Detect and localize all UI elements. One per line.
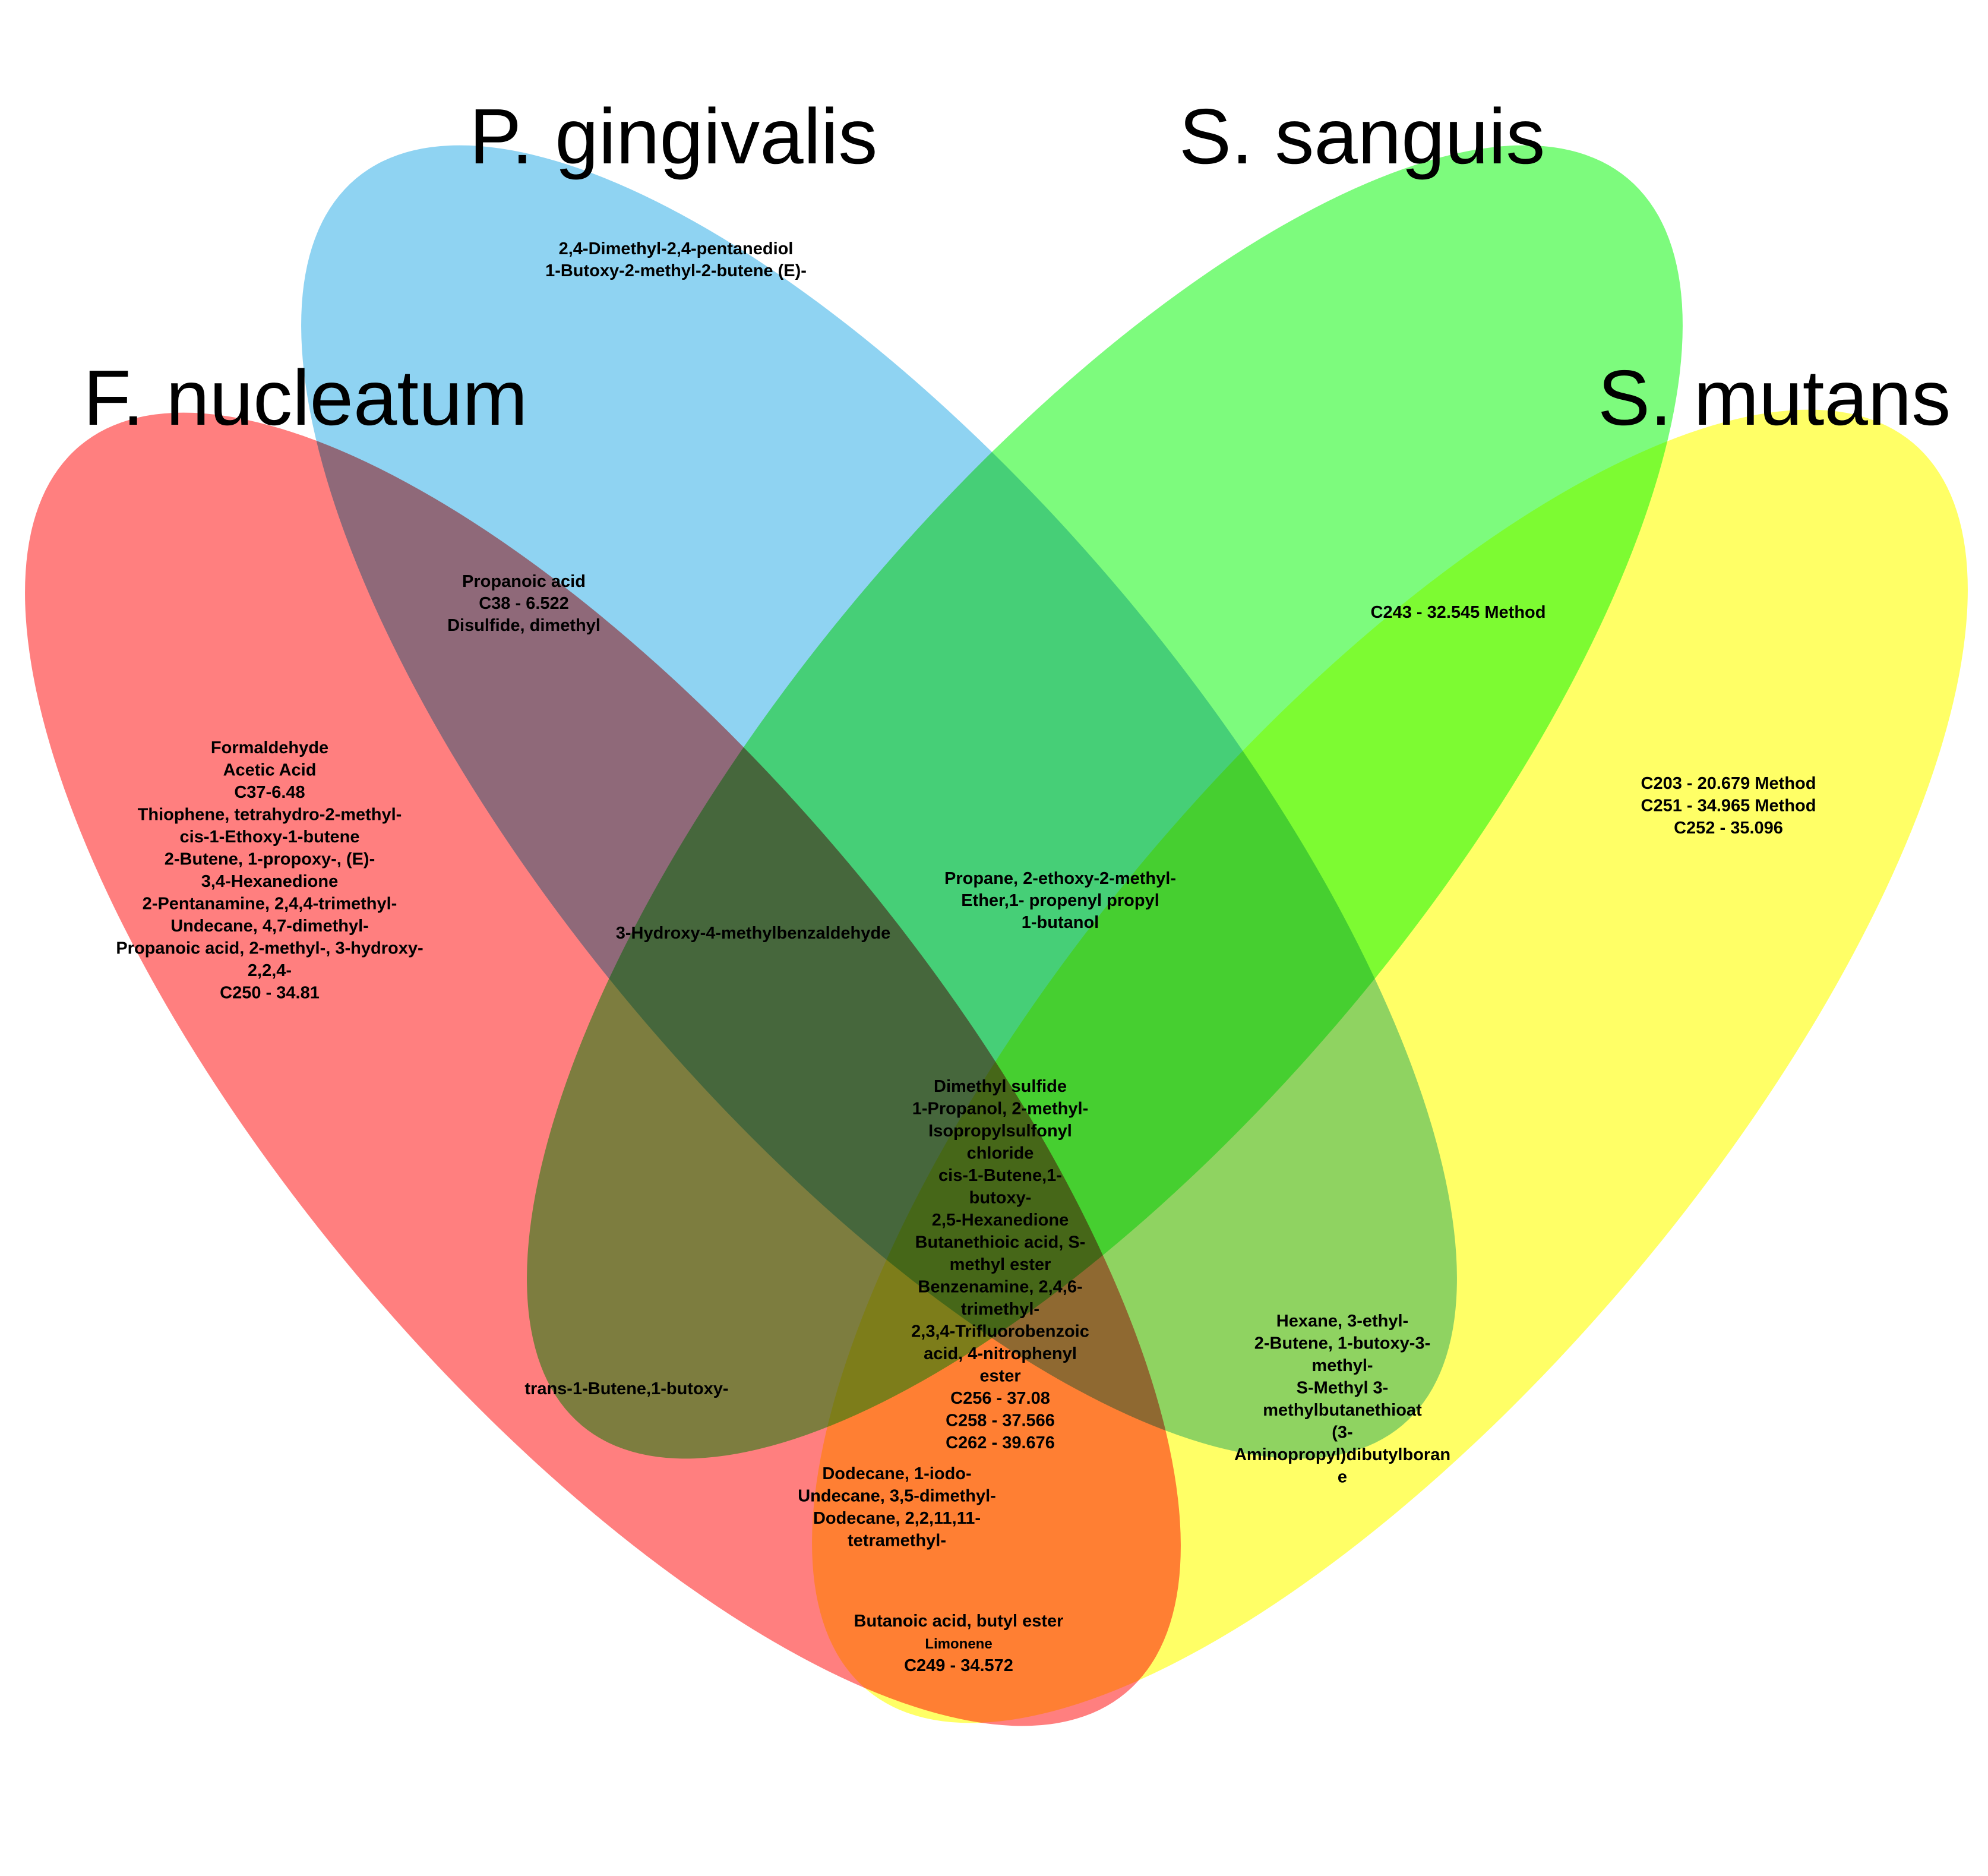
region-fn-sm-line: C249 - 34.572 bbox=[904, 1656, 1013, 1675]
set-label-p-gingivalis: P. gingivalis bbox=[469, 93, 877, 180]
region-all-four-line: Benzenamine, 2,4,6- bbox=[918, 1278, 1082, 1297]
region-pg-ss-sm-line: 1-butanol bbox=[1022, 913, 1099, 932]
region-pg-only-line: 2,4-Dimethyl-2,4-pentanediol bbox=[559, 239, 794, 258]
region-fn-only-line: Propanoic acid, 2-methyl-, 3-hydroxy- bbox=[116, 939, 423, 958]
region-fn-only-line: 2-Pentanamine, 2,4,4-trimethyl- bbox=[143, 895, 397, 914]
region-fn-only-line: 3,4-Hexanedione bbox=[201, 872, 338, 891]
region-fn-pg-ss-line: 3-Hydroxy-4-methylbenzaldehyde bbox=[616, 924, 891, 943]
region-fn-only-line: 2-Butene, 1-propoxy-, (E)- bbox=[165, 850, 375, 869]
set-label-f-nucleatum: F. nucleatum bbox=[83, 354, 527, 441]
region-fn-only-line: cis-1-Ethoxy-1-butene bbox=[180, 828, 360, 847]
region-fn-only-line: Undecane, 4,7-dimethyl- bbox=[170, 917, 369, 936]
region-all-four-line: chloride bbox=[967, 1144, 1034, 1163]
region-all-four-line: C262 - 39.676 bbox=[946, 1433, 1055, 1452]
region-fn-ss-sm-line: Dodecane, 1-iodo- bbox=[822, 1464, 971, 1483]
region-sm-only-line: C251 - 34.965 Method bbox=[1641, 797, 1816, 816]
region-fn-sm-line: Limonene bbox=[925, 1636, 992, 1652]
region-fn-pg-line: Disulfide, dimethyl bbox=[447, 616, 600, 635]
region-all-four-line: 2,3,4-Trifluorobenzoic bbox=[911, 1322, 1089, 1341]
region-all-four-line: C256 - 37.08 bbox=[950, 1389, 1050, 1408]
region-all-four-line: 1-Propanol, 2-methyl- bbox=[912, 1100, 1089, 1119]
region-pg-sm-line: e bbox=[1338, 1468, 1347, 1487]
set-ellipse-s-mutans bbox=[812, 409, 1968, 1723]
region-all-four-line: methyl ester bbox=[950, 1255, 1051, 1274]
region-pg-sm-line: methylbutanethioat bbox=[1263, 1401, 1422, 1420]
region-pg-ss-sm-line: Propane, 2-ethoxy-2-methyl- bbox=[944, 869, 1176, 888]
region-fn-only-line: 2,2,4- bbox=[248, 961, 292, 980]
set-label-s-sanguis: S. sanguis bbox=[1179, 93, 1545, 180]
region-fn-only-line: Acetic Acid bbox=[223, 761, 317, 780]
region-all-four-line: ester bbox=[979, 1367, 1020, 1386]
region-pg-only-line: 1-Butoxy-2-methyl-2-butene (E)- bbox=[545, 261, 807, 280]
region-fn-pg-line: Propanoic acid bbox=[462, 572, 586, 591]
region-all-four-line: C258 - 37.566 bbox=[946, 1411, 1055, 1430]
region-fn-pg-line: C38 - 6.522 bbox=[479, 594, 569, 613]
region-pg-sm-line: (3- bbox=[1332, 1423, 1352, 1442]
region-pg-ss-sm-line: Ether,1- propenyl propyl bbox=[961, 891, 1159, 910]
region-fn-ss-line: trans-1-Butene,1-butoxy- bbox=[524, 1379, 728, 1398]
region-labels: 2,4-Dimethyl-2,4-pentanediol 1-Butoxy-2-m… bbox=[116, 239, 1816, 1550]
region-fn-only-line: Thiophene, tetrahydro-2-methyl- bbox=[138, 806, 402, 825]
region-all-four-line: cis-1-Butene,1- bbox=[938, 1166, 1062, 1185]
region-sm-only-line: C203 - 20.679 Method bbox=[1641, 774, 1816, 793]
region-all-four-line: 2,5-Hexanedione bbox=[932, 1211, 1069, 1230]
region-fn-ss-sm-line: tetramethyl- bbox=[848, 1531, 946, 1550]
region-all-four-line: Isopropylsulfonyl bbox=[928, 1122, 1072, 1141]
region-fn-sm-line: Butanoic acid, butyl ester bbox=[854, 1612, 1064, 1631]
region-fn-ss-sm-line: Undecane, 3,5-dimethyl- bbox=[798, 1487, 996, 1506]
region-pg-sm-line: 2-Butene, 1-butoxy-3- bbox=[1254, 1334, 1430, 1353]
region-all-four-line: trimethyl- bbox=[961, 1300, 1039, 1319]
set-ellipse-s-sanguis bbox=[527, 145, 1683, 1459]
region-sm-only-line: C252 - 35.096 bbox=[1674, 819, 1783, 838]
region-fn-ss-sm-line: Dodecane, 2,2,11,11- bbox=[813, 1509, 981, 1528]
region-pg-sm-line: Aminopropyl)dibutylboran bbox=[1234, 1445, 1450, 1464]
region-fn-only-line: C37-6.48 bbox=[234, 783, 305, 802]
region-all-four-line: Dimethyl sulfide bbox=[934, 1077, 1067, 1096]
region-pg-sm-line: Hexane, 3-ethyl- bbox=[1276, 1312, 1408, 1331]
region-fn-only-line: C250 - 34.81 bbox=[220, 984, 320, 1003]
region-pg-sm-line: S-Methyl 3- bbox=[1297, 1379, 1389, 1398]
set-label-s-mutans: S. mutans bbox=[1598, 354, 1951, 441]
region-all-four-line: acid, 4-nitrophenyl bbox=[924, 1344, 1077, 1363]
region-pg-sm-line: methyl- bbox=[1311, 1356, 1373, 1375]
region-all-four-line: butoxy- bbox=[969, 1189, 1032, 1208]
region-fn-only-line: Formaldehyde bbox=[211, 738, 328, 757]
region-ss-sm-line: C243 - 32.545 Method bbox=[1371, 603, 1546, 622]
region-all-four-line: Butanethioic acid, S- bbox=[915, 1233, 1086, 1252]
